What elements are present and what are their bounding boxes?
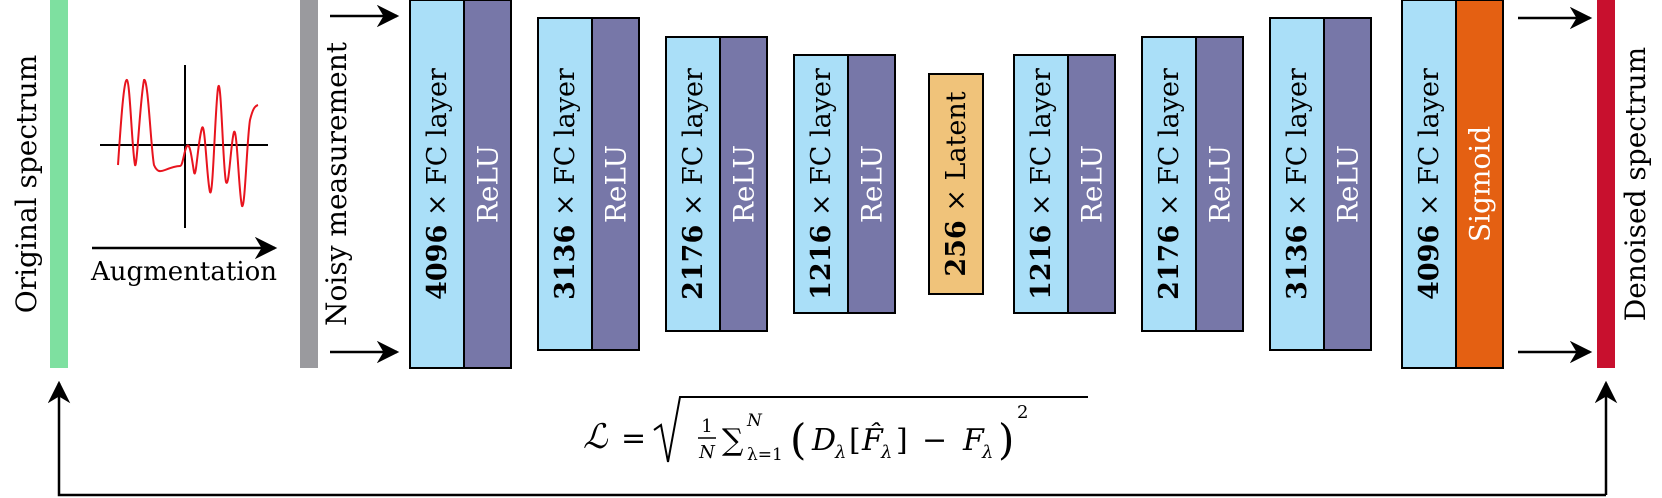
latent-block bbox=[928, 73, 984, 295]
fc-layer-label: 2176 × FC layer bbox=[678, 68, 709, 300]
relu-block bbox=[1067, 54, 1116, 314]
noisy-measurement-label: Noisy measurement bbox=[320, 41, 353, 326]
denoised-spectrum-bar bbox=[1597, 0, 1615, 368]
layer-9: 4096 × FC layer Sigmoid bbox=[1401, 0, 1504, 369]
relu-block bbox=[1195, 36, 1244, 332]
left-bracket: [ bbox=[849, 423, 861, 458]
augmentation-label: Augmentation bbox=[90, 257, 277, 287]
sigmoid-label: Sigmoid bbox=[1464, 126, 1497, 242]
relu-block bbox=[591, 17, 640, 351]
layer-name: FC layer bbox=[1154, 68, 1185, 185]
relu-label: ReLU bbox=[1204, 145, 1237, 223]
original-spectrum-label: Original spectrum bbox=[10, 55, 43, 314]
f-symbol: F bbox=[962, 423, 985, 458]
relu-label: ReLU bbox=[1332, 145, 1365, 223]
layer-name: FC layer bbox=[1282, 68, 1313, 185]
relu-label: ReLU bbox=[472, 145, 505, 223]
relu-block bbox=[1323, 17, 1372, 351]
sigmoid-block bbox=[1455, 0, 1504, 369]
layer-times: × bbox=[806, 185, 837, 225]
d-symbol: D bbox=[811, 423, 836, 458]
fc-layer-label: 4096 × FC layer bbox=[1414, 68, 1445, 300]
noisy-measurement-bar bbox=[300, 0, 318, 368]
augmentation-signal-plot bbox=[100, 65, 268, 228]
fc-layer-label: 1216 × FC layer bbox=[1026, 68, 1057, 300]
fc-layer-label: 2176 × FC layer bbox=[1154, 68, 1185, 300]
layer-name: FC layer bbox=[550, 68, 581, 185]
sum-symbol: ∑ bbox=[722, 423, 744, 458]
relu-label: ReLU bbox=[728, 145, 761, 223]
right-paren: ) bbox=[998, 415, 1014, 464]
loss-equals: = bbox=[621, 421, 646, 456]
f-hat-symbol: F̂ bbox=[861, 423, 884, 458]
frac-denominator: N bbox=[698, 442, 716, 463]
layer-name: FC layer bbox=[1026, 68, 1057, 185]
sqrt-sign bbox=[653, 396, 1088, 463]
layer-times: × bbox=[941, 180, 972, 220]
fc-layer-block bbox=[1401, 0, 1457, 369]
minus-sign: − bbox=[922, 423, 947, 458]
right-bracket: ] bbox=[896, 423, 908, 458]
layer-size: 1216 bbox=[1026, 225, 1057, 300]
layer-times: × bbox=[1414, 185, 1445, 225]
fc-layer-label: 3136 × FC layer bbox=[550, 68, 581, 300]
layer-name: FC layer bbox=[422, 68, 453, 185]
layer-name: FC layer bbox=[1414, 68, 1445, 185]
loss-lhs: ℒ bbox=[583, 417, 609, 457]
d-subscript: λ bbox=[834, 442, 846, 463]
sum-subscript: λ=1 bbox=[747, 445, 783, 465]
denoised-spectrum-label: Denoised spectrum bbox=[1619, 47, 1652, 321]
signal-curve bbox=[117, 78, 259, 208]
layer-size: 3136 bbox=[550, 225, 581, 300]
layer-times: × bbox=[550, 185, 581, 225]
fc-layer-label: 1216 × FC layer bbox=[806, 68, 837, 300]
f-subscript: λ bbox=[981, 442, 993, 463]
sum-superscript: N bbox=[746, 411, 763, 431]
layer-times: × bbox=[1154, 185, 1185, 225]
fc-layer-label: 4096 × FC layer bbox=[422, 68, 453, 300]
fc-layer-block bbox=[793, 54, 849, 314]
left-paren: ( bbox=[790, 415, 806, 464]
relu-block bbox=[847, 54, 896, 314]
layer-times: × bbox=[422, 185, 453, 225]
fc-layer-block bbox=[1141, 36, 1197, 332]
layer-name: FC layer bbox=[678, 68, 709, 185]
layer-size: 2176 bbox=[678, 225, 709, 300]
fc-layer-block bbox=[665, 36, 721, 332]
layer-size: 1216 bbox=[806, 225, 837, 300]
layer-name: FC layer bbox=[806, 68, 837, 185]
layer-5: 256 × Latent bbox=[928, 73, 984, 295]
fc-layer-block bbox=[409, 0, 465, 369]
layer-times: × bbox=[1282, 185, 1313, 225]
layer-size: 2176 bbox=[1154, 225, 1185, 300]
relu-label: ReLU bbox=[856, 145, 889, 223]
relu-label: ReLU bbox=[600, 145, 633, 223]
relu-label: ReLU bbox=[1076, 145, 1109, 223]
layer-size: 4096 bbox=[422, 225, 453, 300]
loss-feedback-line bbox=[47, 380, 1606, 497]
f-hat-subscript: λ bbox=[880, 442, 892, 463]
layer-size: 256 bbox=[941, 220, 972, 276]
frac-numerator: 1 bbox=[701, 416, 712, 437]
power-two: 2 bbox=[1017, 402, 1028, 423]
relu-block bbox=[463, 0, 512, 369]
layer-name: Latent bbox=[941, 91, 972, 180]
layer-size: 4096 bbox=[1414, 225, 1445, 300]
layer-times: × bbox=[678, 185, 709, 225]
original-spectrum-bar bbox=[50, 0, 68, 368]
fc-layer-label: 3136 × FC layer bbox=[1282, 68, 1313, 300]
layer-times: × bbox=[1026, 185, 1057, 225]
latent-label: 256 × Latent bbox=[941, 91, 972, 276]
relu-block bbox=[719, 36, 768, 332]
layer-size: 3136 bbox=[1282, 225, 1313, 300]
loss-formula: ℒ = 1 N ∑ N λ=1 ( D λ [ F̂ λ ] − F λ ) 2 bbox=[583, 396, 1088, 465]
